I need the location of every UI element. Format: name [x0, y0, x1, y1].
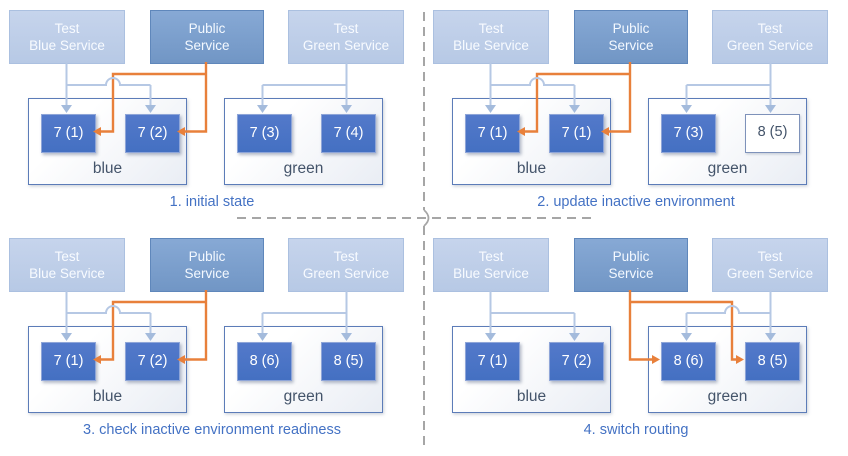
blue-environment-box: 7 (1) 7 (2) blue	[28, 98, 187, 185]
blue-environment-box: 7 (1) 7 (2) blue	[28, 326, 187, 413]
service-label-line: Service	[608, 266, 654, 281]
test-green-service-box: Test Green Service	[712, 238, 828, 292]
environment-label: green	[707, 388, 748, 405]
test-green-service-box: Test Green Service	[288, 10, 404, 64]
service-label-line: Public	[612, 249, 650, 264]
service-label-line: Service	[184, 38, 230, 53]
service-label-line: Service	[608, 38, 654, 53]
test-blue-service-box: Test Blue Service	[433, 10, 549, 64]
service-label-line: Green Service	[726, 266, 814, 281]
environment-label: green	[283, 160, 324, 177]
environment-label: blue	[516, 160, 547, 177]
service-label-line: Test	[757, 249, 783, 264]
deployment-version-box: 7 (1)	[465, 342, 520, 381]
service-label-line: Test	[478, 249, 504, 264]
test-blue-service-box: Test Blue Service	[433, 238, 549, 292]
public-service-box: Public Service	[574, 238, 688, 292]
deployment-version-box: 7 (1)	[465, 114, 520, 153]
panel-caption: 1. initial state	[169, 194, 255, 210]
panel-caption: 4. switch routing	[583, 422, 689, 438]
service-label-line: Blue Service	[29, 38, 105, 53]
deployment-version-box: 7 (1)	[41, 114, 96, 153]
service-label-line: Test	[333, 21, 359, 36]
service-label-line: Public	[188, 21, 226, 36]
panel-caption: 3. check inactive environment readiness	[83, 422, 341, 438]
service-label-line: Public	[612, 21, 650, 36]
panel-initial-state: Test Blue Service Public Service Test Gr…	[0, 0, 424, 228]
service-label-line: Public	[188, 249, 226, 264]
public-service-box: Public Service	[574, 10, 688, 64]
service-label-line: Green Service	[726, 38, 814, 53]
environment-label: blue	[516, 388, 547, 405]
service-label-line: Blue Service	[453, 266, 529, 281]
green-environment-box: 7 (3) 7 (4) green	[224, 98, 383, 185]
test-green-service-box: Test Green Service	[712, 10, 828, 64]
deployment-version-box: 7 (3)	[661, 114, 716, 153]
panel-update-inactive-environment: Test Blue Service Public Service Test Gr…	[424, 0, 848, 228]
service-label-line: Blue Service	[453, 38, 529, 53]
deployment-version-box: 8 (6)	[237, 342, 292, 381]
deployment-version-box: 7 (4)	[321, 114, 376, 153]
panel-caption: 2. update inactive environment	[537, 194, 735, 210]
service-label-line: Service	[184, 266, 230, 281]
deployment-version-box: 8 (5)	[321, 342, 376, 381]
deployment-version-box: 7 (1)	[41, 342, 96, 381]
blue-environment-box: 7 (1) 7 (2) blue	[452, 326, 611, 413]
environment-label: blue	[92, 160, 123, 177]
service-label-line: Green Service	[302, 266, 390, 281]
blue-environment-box: 7 (1) 7 (1) blue	[452, 98, 611, 185]
deployment-version-box: 7 (2)	[125, 114, 180, 153]
deployment-version-box: 7 (2)	[125, 342, 180, 381]
green-environment-box: 7 (3) 8 (5) green	[648, 98, 807, 185]
service-label-line: Test	[54, 249, 80, 264]
test-blue-service-box: Test Blue Service	[9, 238, 125, 292]
environment-label: green	[283, 388, 324, 405]
panel-check-inactive-readiness: Test Blue Service Public Service Test Gr…	[0, 228, 424, 456]
service-label-line: Green Service	[302, 38, 390, 53]
public-service-box: Public Service	[150, 238, 264, 292]
deployment-version-box: 7 (2)	[549, 342, 604, 381]
green-environment-box: 8 (6) 8 (5) green	[224, 326, 383, 413]
service-label-line: Test	[757, 21, 783, 36]
deployment-version-box: 8 (5)	[745, 342, 800, 381]
environment-label: blue	[92, 388, 123, 405]
test-blue-service-box: Test Blue Service	[9, 10, 125, 64]
deployment-version-box: 8 (5)	[745, 114, 800, 153]
service-label-line: Test	[478, 21, 504, 36]
service-label-line: Test	[54, 21, 80, 36]
green-environment-box: 8 (6) 8 (5) green	[648, 326, 807, 413]
deployment-version-box: 8 (6)	[661, 342, 716, 381]
deployment-version-box: 7 (3)	[237, 114, 292, 153]
test-green-service-box: Test Green Service	[288, 238, 404, 292]
service-label-line: Blue Service	[29, 266, 105, 281]
environment-label: green	[707, 160, 748, 177]
service-label-line: Test	[333, 249, 359, 264]
deployment-version-box: 7 (1)	[549, 114, 604, 153]
panel-switch-routing: Test Blue Service Public Service Test Gr…	[424, 228, 848, 456]
public-service-box: Public Service	[150, 10, 264, 64]
